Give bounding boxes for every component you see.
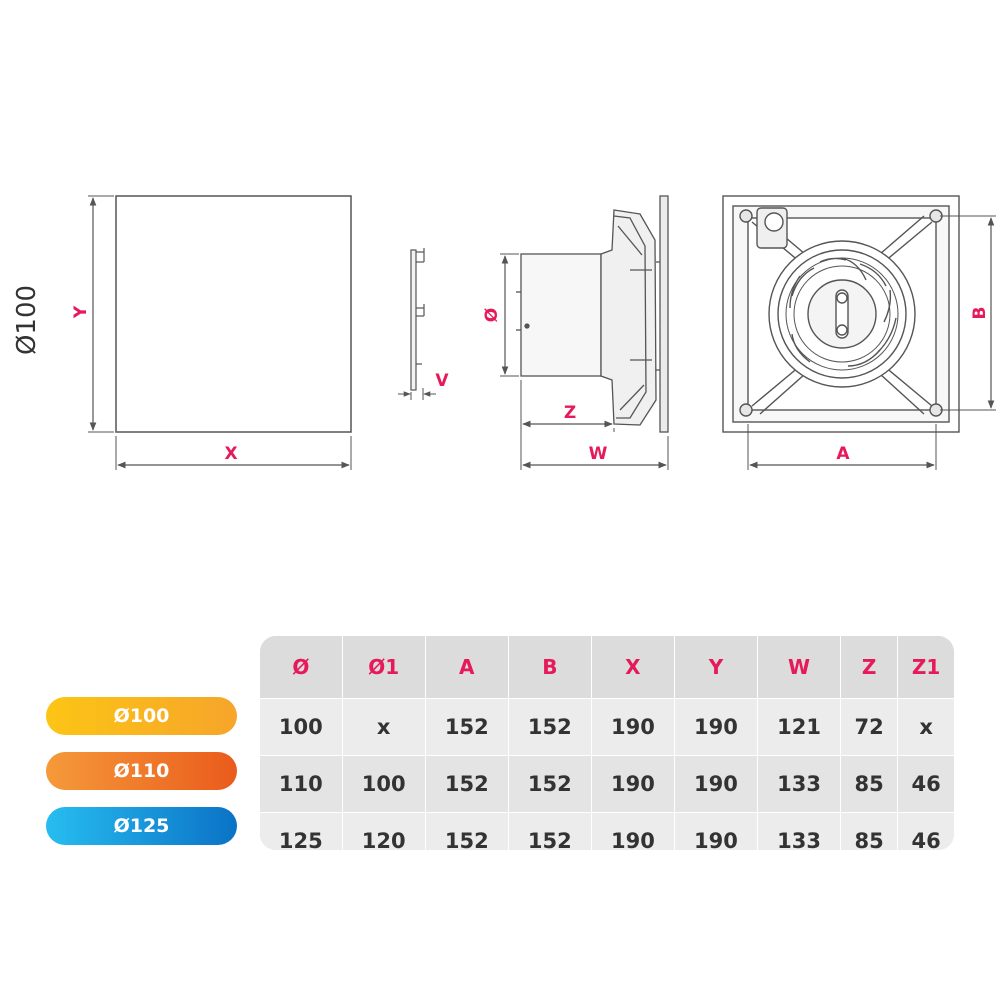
table-cell: 152	[507, 698, 592, 756]
col-header-x: X	[590, 636, 675, 699]
table-cell: 190	[673, 755, 758, 813]
table-cell: 46	[897, 812, 954, 850]
dimension-table: Ø Ø1 A B X Y W Z Z1 100 x 152 152 190 19…	[260, 636, 954, 850]
variant-pill-100: Ø100	[46, 697, 237, 735]
col-header-w: W	[756, 636, 841, 699]
table-cell: 152	[424, 755, 509, 813]
dimension-label-z: Z	[564, 403, 576, 423]
table-cell: 100	[341, 755, 426, 813]
dimension-label-w: W	[589, 444, 608, 464]
table-cell: 125	[260, 812, 343, 850]
col-header-z1: Z1	[897, 636, 954, 699]
dimension-label-a: A	[836, 444, 850, 464]
table-row: 125 120 152 152 190 190 133 85 46	[260, 812, 954, 850]
col-header-a: A	[424, 636, 509, 699]
table-cell: 190	[673, 698, 758, 756]
dimension-label-y: Y	[71, 305, 91, 319]
table-row: 100 x 152 152 190 190 121 72 x	[260, 698, 954, 756]
table-cell: x	[341, 698, 426, 756]
drawing-side-label: Ø100	[12, 285, 42, 355]
fan-rear-view	[722, 195, 996, 470]
table-cell: 46	[897, 755, 954, 813]
table-cell: 190	[673, 812, 758, 850]
dimension-table-grid: Ø Ø1 A B X Y W Z Z1 100 x 152 152 190 19…	[260, 636, 954, 850]
table-cell: 152	[507, 755, 592, 813]
variant-pill-110: Ø110	[46, 752, 237, 790]
table-cell: 190	[590, 812, 675, 850]
thin-profile-view	[398, 248, 436, 400]
col-header-diameter: Ø	[260, 636, 343, 699]
dimension-label-b: B	[970, 307, 990, 320]
dimension-label-v: V	[435, 371, 449, 391]
table-cell: 110	[260, 755, 343, 813]
table-row: 110 100 152 152 190 190 133 85 46	[260, 755, 954, 813]
table-cell: 152	[424, 812, 509, 850]
table-header-row: Ø Ø1 A B X Y W Z Z1	[260, 636, 954, 699]
table-cell: 85	[840, 755, 898, 813]
table-cell: 100	[260, 698, 343, 756]
fan-side-view	[500, 195, 669, 470]
col-header-diameter1: Ø1	[341, 636, 426, 699]
table-cell: 72	[840, 698, 898, 756]
table-cell: 190	[590, 755, 675, 813]
table-cell: 85	[840, 812, 898, 850]
col-header-y: Y	[673, 636, 758, 699]
table-cell: 152	[424, 698, 509, 756]
table-cell: 120	[341, 812, 426, 850]
table-cell: 133	[756, 812, 841, 850]
table-cell: 190	[590, 698, 675, 756]
table-cell: x	[897, 698, 954, 756]
technical-drawing: Ø100 Y X V	[12, 195, 996, 470]
col-header-z: Z	[840, 636, 898, 699]
dimension-label-diameter: Ø	[482, 308, 502, 322]
table-cell: 133	[756, 755, 841, 813]
front-panel-view	[88, 195, 352, 470]
col-header-b: B	[507, 636, 592, 699]
table-cell: 152	[507, 812, 592, 850]
variant-pill-125: Ø125	[46, 807, 237, 845]
table-cell: 121	[756, 698, 841, 756]
dimension-label-x: X	[224, 444, 237, 464]
